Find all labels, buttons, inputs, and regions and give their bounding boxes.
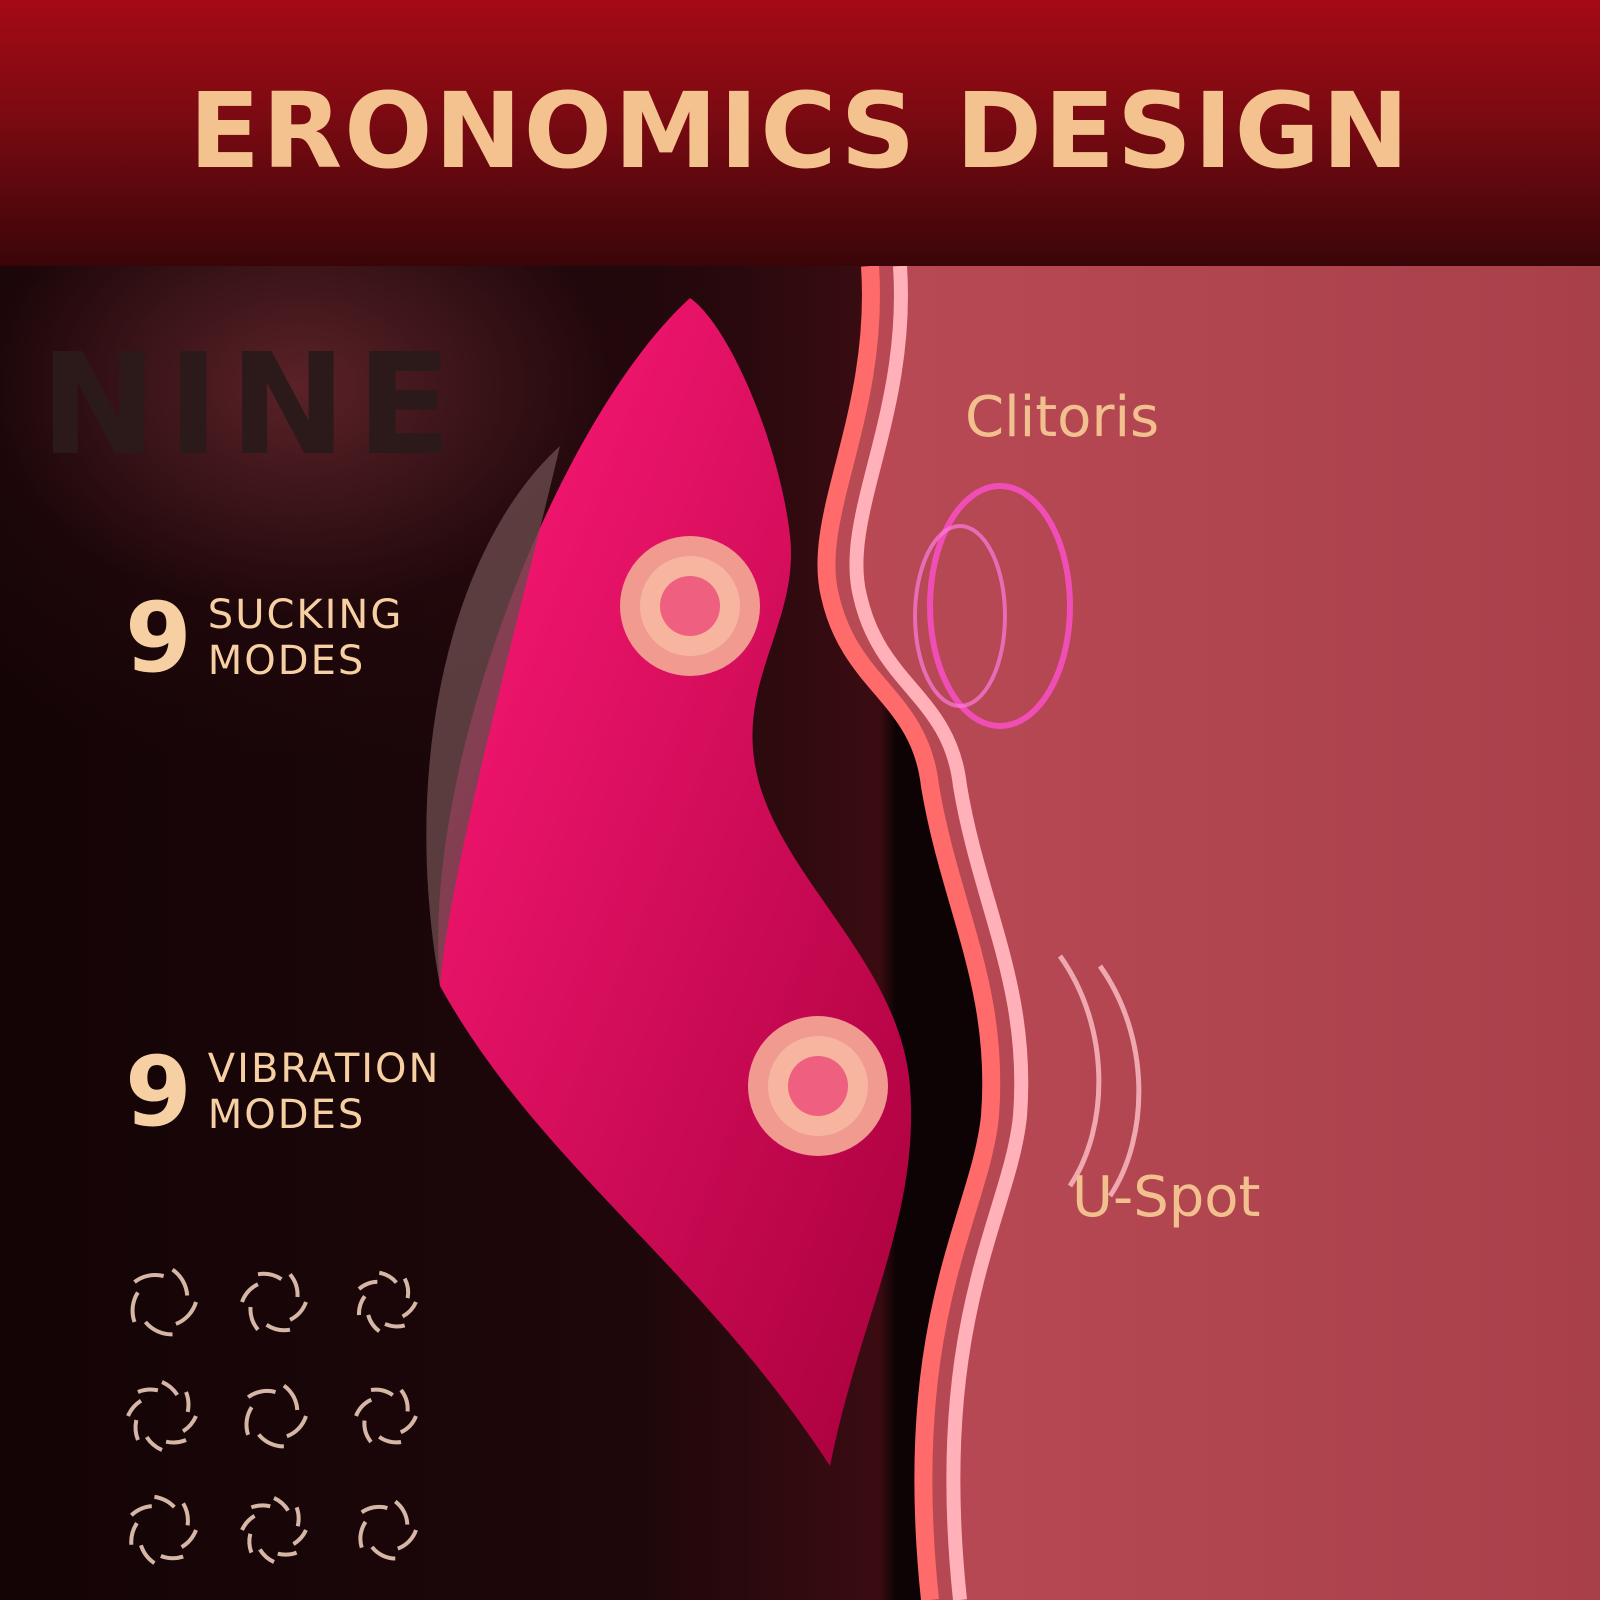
- spiral-7-icon: [120, 1488, 232, 1576]
- sucking-label-2: MODES: [207, 638, 366, 684]
- spiral-3-icon: [344, 1260, 456, 1348]
- sucking-label: SUCKING: [207, 592, 404, 638]
- product-illustration: NINE: [0, 266, 1600, 1600]
- header-banner: ERONOMICS DESIGN: [0, 0, 1600, 266]
- vibration-count: 9: [125, 1036, 192, 1148]
- spiral-2-icon: [232, 1260, 344, 1348]
- spiral-5-icon: [232, 1374, 344, 1462]
- uspot-label: U-Spot: [1072, 1165, 1261, 1230]
- page-title: ERONOMICS DESIGN: [189, 70, 1411, 192]
- skin-edge-outer: [817, 266, 1001, 1600]
- vibration-target-icon: [748, 1016, 888, 1156]
- suction-rings-inner: [913, 524, 1007, 708]
- skin-area: [826, 266, 1600, 1600]
- vibration-label-2: MODES: [207, 1092, 366, 1138]
- spiral-8-icon: [232, 1488, 344, 1576]
- sucking-count: 9: [125, 582, 192, 694]
- spiral-9-icon: [344, 1488, 456, 1576]
- watermark-text: NINE: [40, 324, 463, 487]
- suction-rings: [927, 483, 1073, 729]
- spiral-6-icon: [344, 1374, 456, 1462]
- product-shell: [426, 446, 560, 986]
- mode-icon-grid: [120, 1260, 456, 1576]
- spiral-4-icon: [120, 1374, 232, 1462]
- sucking-target-icon: [620, 536, 760, 676]
- anatomy-illustration: [426, 266, 1600, 1600]
- spiral-1-icon: [120, 1260, 232, 1348]
- clitoris-label: Clitoris: [965, 385, 1160, 450]
- product-body: [438, 298, 912, 1466]
- vibration-label: VIBRATION: [207, 1046, 441, 1092]
- vibration-waves: [1057, 954, 1142, 1198]
- skin-edge-inner: [849, 266, 1029, 1600]
